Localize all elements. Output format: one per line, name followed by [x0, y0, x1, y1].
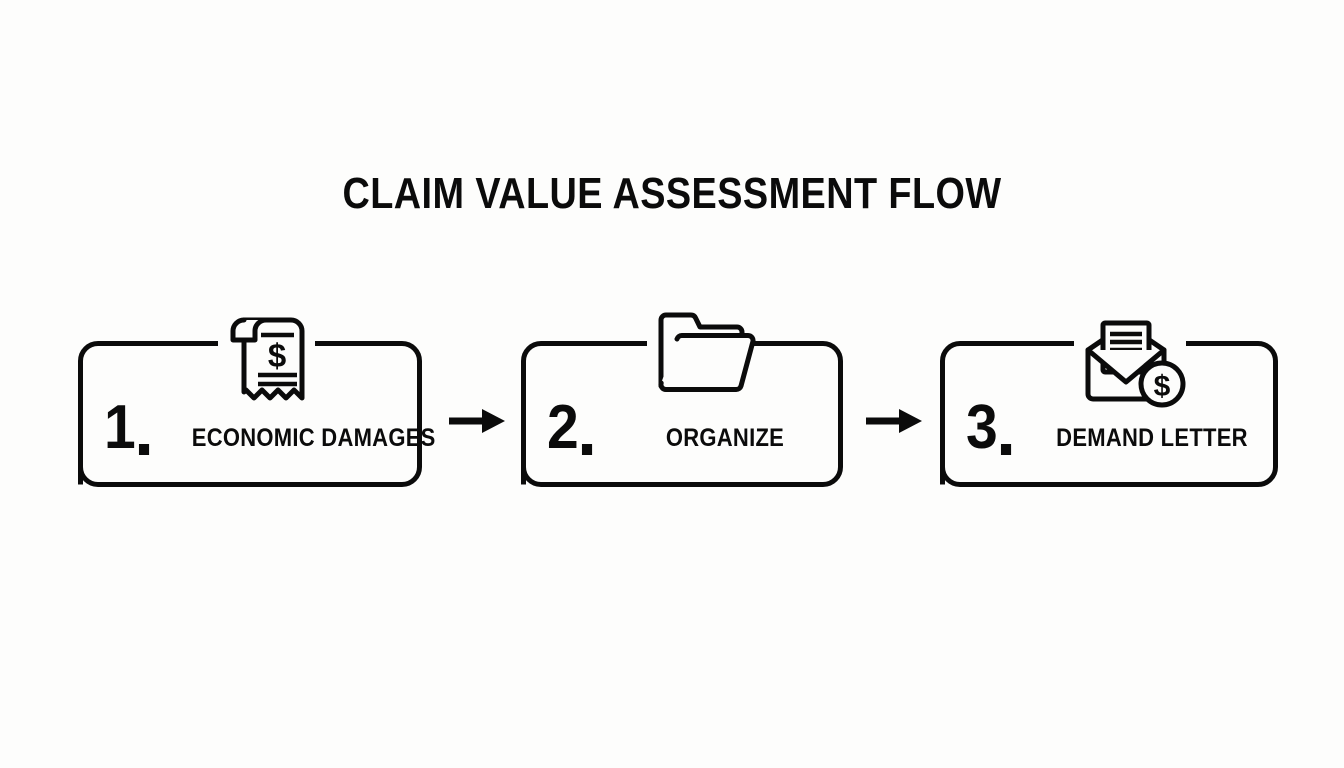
svg-text:$: $: [1154, 370, 1171, 403]
step-2-number-digit: 2: [547, 393, 579, 462]
open-folder-icon: [647, 310, 757, 394]
step-3-number-digit: 3: [966, 393, 998, 462]
flow-step-1[interactable]: $ 1 ECONOMIC DAMAGES: [78, 317, 436, 487]
step-2-card-outline: [521, 341, 843, 487]
arrow-right-icon-1: [449, 406, 507, 436]
envelope-letter-dollar-icon: $: [1074, 310, 1186, 410]
step-1-number-dot: [139, 444, 150, 455]
step-3-number-dot: [1001, 444, 1012, 455]
flow-step-2[interactable]: 2 ORGANIZE: [521, 312, 843, 487]
step-3-card-outline: [940, 341, 1278, 487]
arrow-right-icon-2: [866, 406, 924, 436]
step-1-card-outline: [78, 341, 422, 487]
svg-text:$: $: [268, 337, 286, 374]
step-1-number-digit: 1: [104, 393, 136, 462]
receipt-dollar-icon: $: [211, 310, 319, 410]
step-3-number: 3: [966, 397, 1012, 459]
step-2-label: ORGANIZE: [665, 424, 785, 452]
flow-step-3[interactable]: $ 3 DEMAND LETTER: [940, 320, 1278, 487]
step-3-label: DEMAND LETTER: [1056, 424, 1248, 452]
flow-row: $ 1 ECONOMIC DAMAGES: [0, 300, 1344, 510]
page-title: CLAIM VALUE ASSESSMENT FLOW: [342, 169, 1002, 218]
step-1-number: 1: [104, 397, 150, 459]
step-1-label: ECONOMIC DAMAGES: [191, 424, 436, 452]
step-2-number-dot: [582, 444, 593, 455]
step-2-number: 2: [547, 397, 593, 459]
